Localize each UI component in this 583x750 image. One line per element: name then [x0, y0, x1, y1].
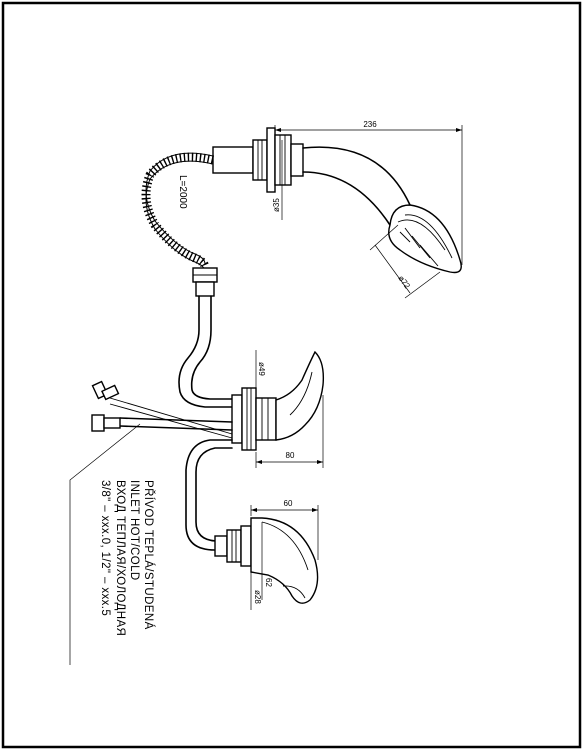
dim-60-label: 60 [284, 499, 293, 508]
inlet-leader-line [69, 423, 141, 665]
inlet-label-line-1: PŘÍVOD TEPLÁ/STUDENÁ [142, 480, 155, 630]
dimension-shower-length: 236 [274, 120, 463, 265]
dim-236-label: 236 [363, 120, 377, 129]
spout-body [250, 517, 319, 604]
dim-72-label: ø72 [396, 274, 412, 291]
shower-head-assembly [212, 127, 462, 274]
diverter-pipe [178, 295, 233, 408]
dim-35-label: ø35 [272, 198, 281, 212]
inlet-nut-lower [91, 414, 105, 432]
inlet-label: PŘÍVOD TEPLÁ/STUDENÁ INLET HOT/COLD ВХОД… [99, 480, 155, 636]
dimension-nut-diameter: ø35 [272, 140, 283, 220]
shower-hose: L=2000 [141, 152, 215, 273]
shower-spray-face [399, 227, 439, 267]
dimension-mixer-projection: 80 [255, 395, 324, 468]
dimension-spout-diameter: ø28 [250, 570, 262, 610]
inlet-label-line-4: 3/8" – xxx.0, 1/2" – xxx.5 [99, 480, 111, 616]
dimension-spout-height: 62 [261, 522, 273, 600]
inlet-ferrule-upper [101, 384, 120, 401]
inlet-hoses [91, 380, 233, 439]
wall-flange [266, 127, 276, 193]
hose-length-label: L=2000 [177, 175, 188, 209]
wall-nut-outer [274, 134, 292, 186]
dim-49-label: ø49 [257, 362, 266, 376]
shower-arm-bottom [302, 171, 391, 226]
mixer-body [231, 387, 277, 451]
dim-62-label: 62 [264, 578, 273, 587]
arm-base [290, 143, 304, 177]
shower-arm-top [302, 146, 411, 206]
hose-connector [212, 146, 254, 174]
dimension-spout-depth: 60 [250, 499, 319, 560]
spout-connector [214, 525, 252, 567]
shower-head-body [388, 204, 462, 274]
dimension-mixer-diameter: ø49 [255, 350, 266, 392]
inlet-label-line-3: ВХОД ТЕПЛАЯ/ХОЛОДНАЯ [114, 480, 126, 636]
dim-80-label: 80 [286, 451, 295, 460]
dim-28-label: ø28 [253, 590, 262, 604]
hose-coupling [195, 281, 215, 297]
inlet-label-line-2: INLET HOT/COLD [128, 480, 140, 581]
spout-pipe [185, 439, 233, 551]
inlet-ferrule-lower [103, 417, 121, 429]
mixer-lever [275, 350, 325, 441]
wall-nut [252, 139, 268, 181]
